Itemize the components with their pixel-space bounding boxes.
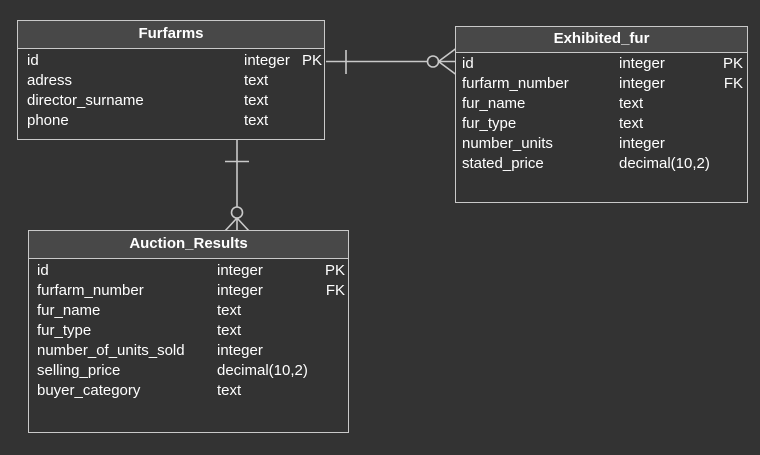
field-type: integer	[619, 75, 665, 92]
field-row: id integer PK	[37, 261, 345, 281]
field-name: id	[462, 55, 474, 72]
field-name: furfarm_number	[462, 75, 569, 92]
field-row: fur_name text	[462, 94, 743, 114]
field-name: phone	[27, 112, 69, 129]
field-type: integer	[217, 282, 263, 299]
field-type: decimal(10,2)	[619, 155, 710, 172]
field-type: integer	[619, 135, 665, 152]
field-row: id integer PK	[27, 51, 322, 71]
field-row: fur_type text	[37, 321, 345, 341]
table-furfarms[interactable]: Furfarms id integer PK adress text direc…	[17, 20, 325, 140]
table-title: Auction_Results	[29, 231, 348, 259]
table-auction-results[interactable]: Auction_Results id integer PK furfarm_nu…	[28, 230, 349, 433]
field-type: text	[619, 95, 644, 112]
field-key: PK	[722, 55, 743, 72]
relationship-furfarms-exhibited-fur[interactable]	[326, 47, 457, 76]
field-name: buyer_category	[37, 382, 141, 399]
field-row: number_units integer	[462, 134, 743, 154]
zero-circle	[426, 55, 440, 68]
relationship-furfarms-auction-results[interactable]	[223, 140, 251, 233]
table-title: Furfarms	[18, 21, 324, 49]
field-type: integer	[619, 55, 665, 72]
field-name: id	[37, 262, 49, 279]
field-row: fur_name text	[37, 301, 345, 321]
field-type: text	[217, 302, 242, 319]
field-row: buyer_category text	[37, 381, 345, 401]
table-title: Exhibited_fur	[456, 27, 747, 53]
field-key: PK	[324, 262, 345, 279]
field-row: adress text	[27, 71, 322, 91]
field-row: id integer PK	[462, 54, 743, 74]
field-row: selling_price decimal(10,2)	[37, 361, 345, 381]
field-name: number_of_units_sold	[37, 342, 185, 359]
field-name: number_units	[462, 135, 553, 152]
field-name: director_surname	[27, 92, 144, 109]
field-type: text	[217, 322, 242, 339]
field-type: text	[217, 382, 242, 399]
field-type: integer	[217, 262, 263, 279]
field-key: FK	[325, 282, 345, 299]
table-fields: id integer PK adress text director_surna…	[18, 49, 324, 131]
field-row: fur_type text	[462, 114, 743, 134]
field-name: fur_name	[37, 302, 101, 319]
field-name: fur_name	[462, 95, 526, 112]
table-fields: id integer PK furfarm_number integer FK …	[456, 53, 747, 174]
crow-foot	[438, 47, 457, 76]
field-type: integer	[217, 342, 263, 359]
table-fields: id integer PK furfarm_number integer FK …	[29, 259, 348, 401]
field-name: selling_price	[37, 362, 121, 379]
field-key: PK	[301, 52, 322, 69]
field-row: furfarm_number integer FK	[37, 281, 345, 301]
field-type: text	[619, 115, 644, 132]
field-name: adress	[27, 72, 73, 89]
field-row: director_surname text	[27, 91, 322, 111]
field-type: text	[244, 72, 269, 89]
field-type: text	[244, 92, 269, 109]
field-type: text	[244, 112, 269, 129]
field-key: FK	[723, 75, 743, 92]
field-name: fur_type	[462, 115, 517, 132]
zero-circle	[230, 206, 244, 219]
field-name: furfarm_number	[37, 282, 144, 299]
field-row: number_of_units_sold integer	[37, 341, 345, 361]
table-exhibited-fur[interactable]: Exhibited_fur id integer PK furfarm_numb…	[455, 26, 748, 203]
field-row: phone text	[27, 111, 322, 131]
field-name: fur_type	[37, 322, 92, 339]
field-name: id	[27, 52, 39, 69]
field-row: furfarm_number integer FK	[462, 74, 743, 94]
field-row: stated_price decimal(10,2)	[462, 154, 743, 174]
field-name: stated_price	[462, 155, 544, 172]
field-type: decimal(10,2)	[217, 362, 308, 379]
field-type: integer	[244, 52, 290, 69]
